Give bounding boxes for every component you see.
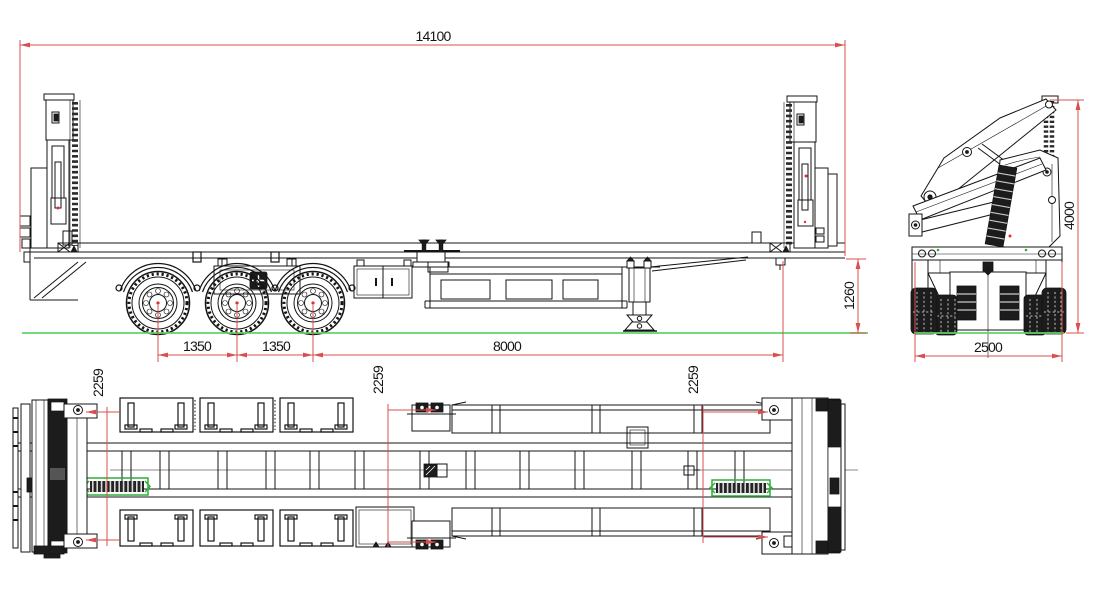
- cg-mark: [804, 174, 808, 178]
- dim-label-lock-spacing-front: 2259: [90, 368, 106, 397]
- rv-tires: [910, 287, 1067, 336]
- dim-lock-spacing-middle: 2259: [370, 365, 436, 548]
- dim-overall-height: 4000: [1050, 99, 1084, 334]
- pv-kingpin: [423, 463, 700, 478]
- front-crane-mast: [19, 93, 81, 253]
- dim-axle-spacings: 1350 1350 8000: [157, 261, 784, 362]
- dim-overall-length: 14100: [19, 28, 846, 256]
- dim-lock-spacing-front: 2259: [86, 368, 120, 546]
- mudguards: [115, 251, 356, 293]
- dimensions: 14100 1350 1350 8000 1260 4000 2500 2259: [19, 28, 1084, 548]
- twistlock-pedestal: [404, 239, 460, 268]
- fender-box: [119, 509, 194, 547]
- pv-fender-boxes-top: [119, 397, 354, 433]
- fender-box: [199, 509, 274, 547]
- chain-guide: [984, 164, 1018, 248]
- mid-subframe: [424, 261, 660, 309]
- pv-crane-left: [12, 398, 98, 559]
- dim-label-overall-length: 14100: [416, 28, 452, 44]
- rear-view: [908, 95, 1067, 358]
- cg-mark: [56, 206, 60, 210]
- dim-overall-width: 2500: [914, 262, 1063, 362]
- fender-box: [119, 397, 196, 433]
- pv-frame-rails: [17, 442, 858, 498]
- pv-lock-pedestal-top: [407, 402, 456, 432]
- pv-crane-right: [761, 397, 846, 555]
- cg-mark: [1008, 234, 1012, 238]
- pv-fender-boxes-bottom: [119, 509, 354, 547]
- rear-crane-mast: [749, 95, 838, 270]
- dim-label-overall-height: 4000: [1061, 201, 1077, 230]
- fender-box: [199, 397, 276, 433]
- dim-label-overall-width: 2500: [974, 339, 1003, 355]
- fender-box: [279, 509, 354, 547]
- plan-view: [12, 397, 858, 559]
- fender-box: [279, 397, 354, 433]
- rv-crane-arm: [908, 95, 1061, 249]
- rv-chassis: [911, 246, 1063, 358]
- landing-leg: [623, 256, 657, 332]
- pv-lock-pedestal-bottom: [407, 520, 456, 550]
- toolbox-rear: [353, 259, 413, 299]
- dim-label-deck-height: 1260: [841, 281, 857, 310]
- pv-chain-track-right: [708, 479, 774, 497]
- dim-label-axle-spacing-rear: 1350: [262, 338, 291, 354]
- dim-label-lock-spacing-rear: 2259: [685, 365, 701, 394]
- dim-deck-height: 1260: [841, 258, 866, 334]
- pv-toolbox-bottom: [355, 506, 415, 548]
- dim-label-rear-span: 8000: [493, 338, 522, 354]
- dim-label-lock-spacing-middle: 2259: [370, 365, 386, 394]
- dim-lock-spacing-rear: 2259: [685, 365, 768, 543]
- cg-mark: [803, 220, 807, 224]
- dim-label-axle-spacing-front: 1350: [183, 338, 212, 354]
